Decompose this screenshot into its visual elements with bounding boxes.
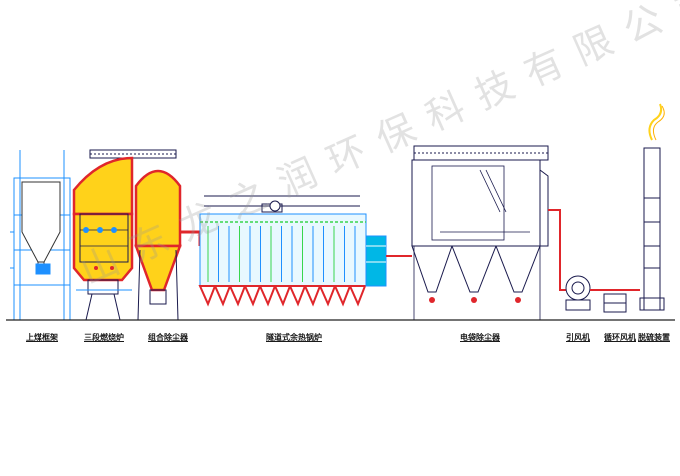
ash-hopper bbox=[288, 285, 307, 307]
combined-dust-collector bbox=[134, 169, 202, 321]
ash-hopper bbox=[333, 285, 352, 307]
three-stage-furnace bbox=[72, 149, 177, 321]
tunnel-waste-heat-boiler bbox=[198, 195, 387, 307]
desulfurization-tower bbox=[639, 103, 665, 311]
label-dust-collector: 组合除尘器 bbox=[148, 333, 188, 342]
induced-fan bbox=[565, 275, 591, 311]
label-circ-fan: 循环风机 bbox=[604, 333, 636, 342]
circulating-fan bbox=[590, 289, 640, 313]
ash-hopper bbox=[198, 285, 217, 307]
label-furnace: 三段燃烧炉 bbox=[84, 333, 124, 342]
ash-hopper bbox=[243, 285, 262, 307]
ash-hopper bbox=[273, 285, 292, 307]
coal-frame bbox=[10, 150, 71, 321]
ash-hopper bbox=[258, 285, 277, 307]
label-desulfurizer: 脱硫装置 bbox=[638, 333, 670, 342]
ash-hopper bbox=[303, 285, 322, 307]
label-tunnel-boiler: 隧道式余热锅炉 bbox=[266, 333, 322, 342]
boiler-ash-hoppers bbox=[198, 285, 367, 307]
boiler-tube-bank bbox=[207, 226, 356, 282]
ash-hopper bbox=[213, 285, 232, 307]
electric-bag-collector bbox=[386, 145, 580, 320]
label-coal-frame: 上煤框架 bbox=[26, 333, 58, 342]
ash-hopper bbox=[318, 285, 337, 307]
label-esp: 电袋除尘器 bbox=[460, 333, 500, 342]
label-induced-fan: 引风机 bbox=[566, 333, 590, 342]
ash-hopper bbox=[348, 285, 367, 307]
ash-hopper bbox=[228, 285, 247, 307]
